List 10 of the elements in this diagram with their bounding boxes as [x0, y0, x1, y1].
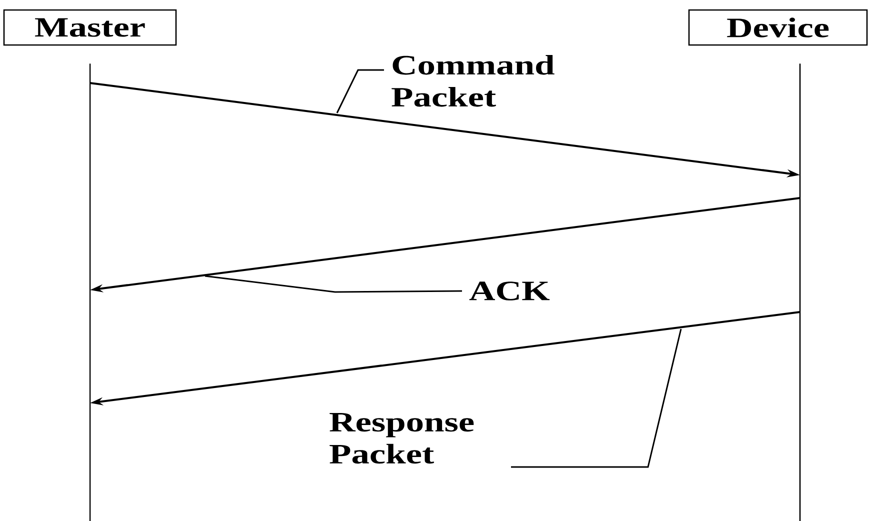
lifeline: [799, 63, 801, 521]
leader-line: [511, 328, 682, 468]
leader-line: [204, 275, 462, 293]
lifeline-header-box: Device: [688, 9, 868, 46]
lifeline-header-box: Master: [3, 9, 177, 46]
message-label: Command Packet: [392, 55, 554, 107]
message-label: Response Packet: [330, 413, 474, 464]
leader-line: [336, 69, 384, 114]
lifeline: [89, 63, 91, 521]
message-label: ACK: [469, 282, 550, 300]
